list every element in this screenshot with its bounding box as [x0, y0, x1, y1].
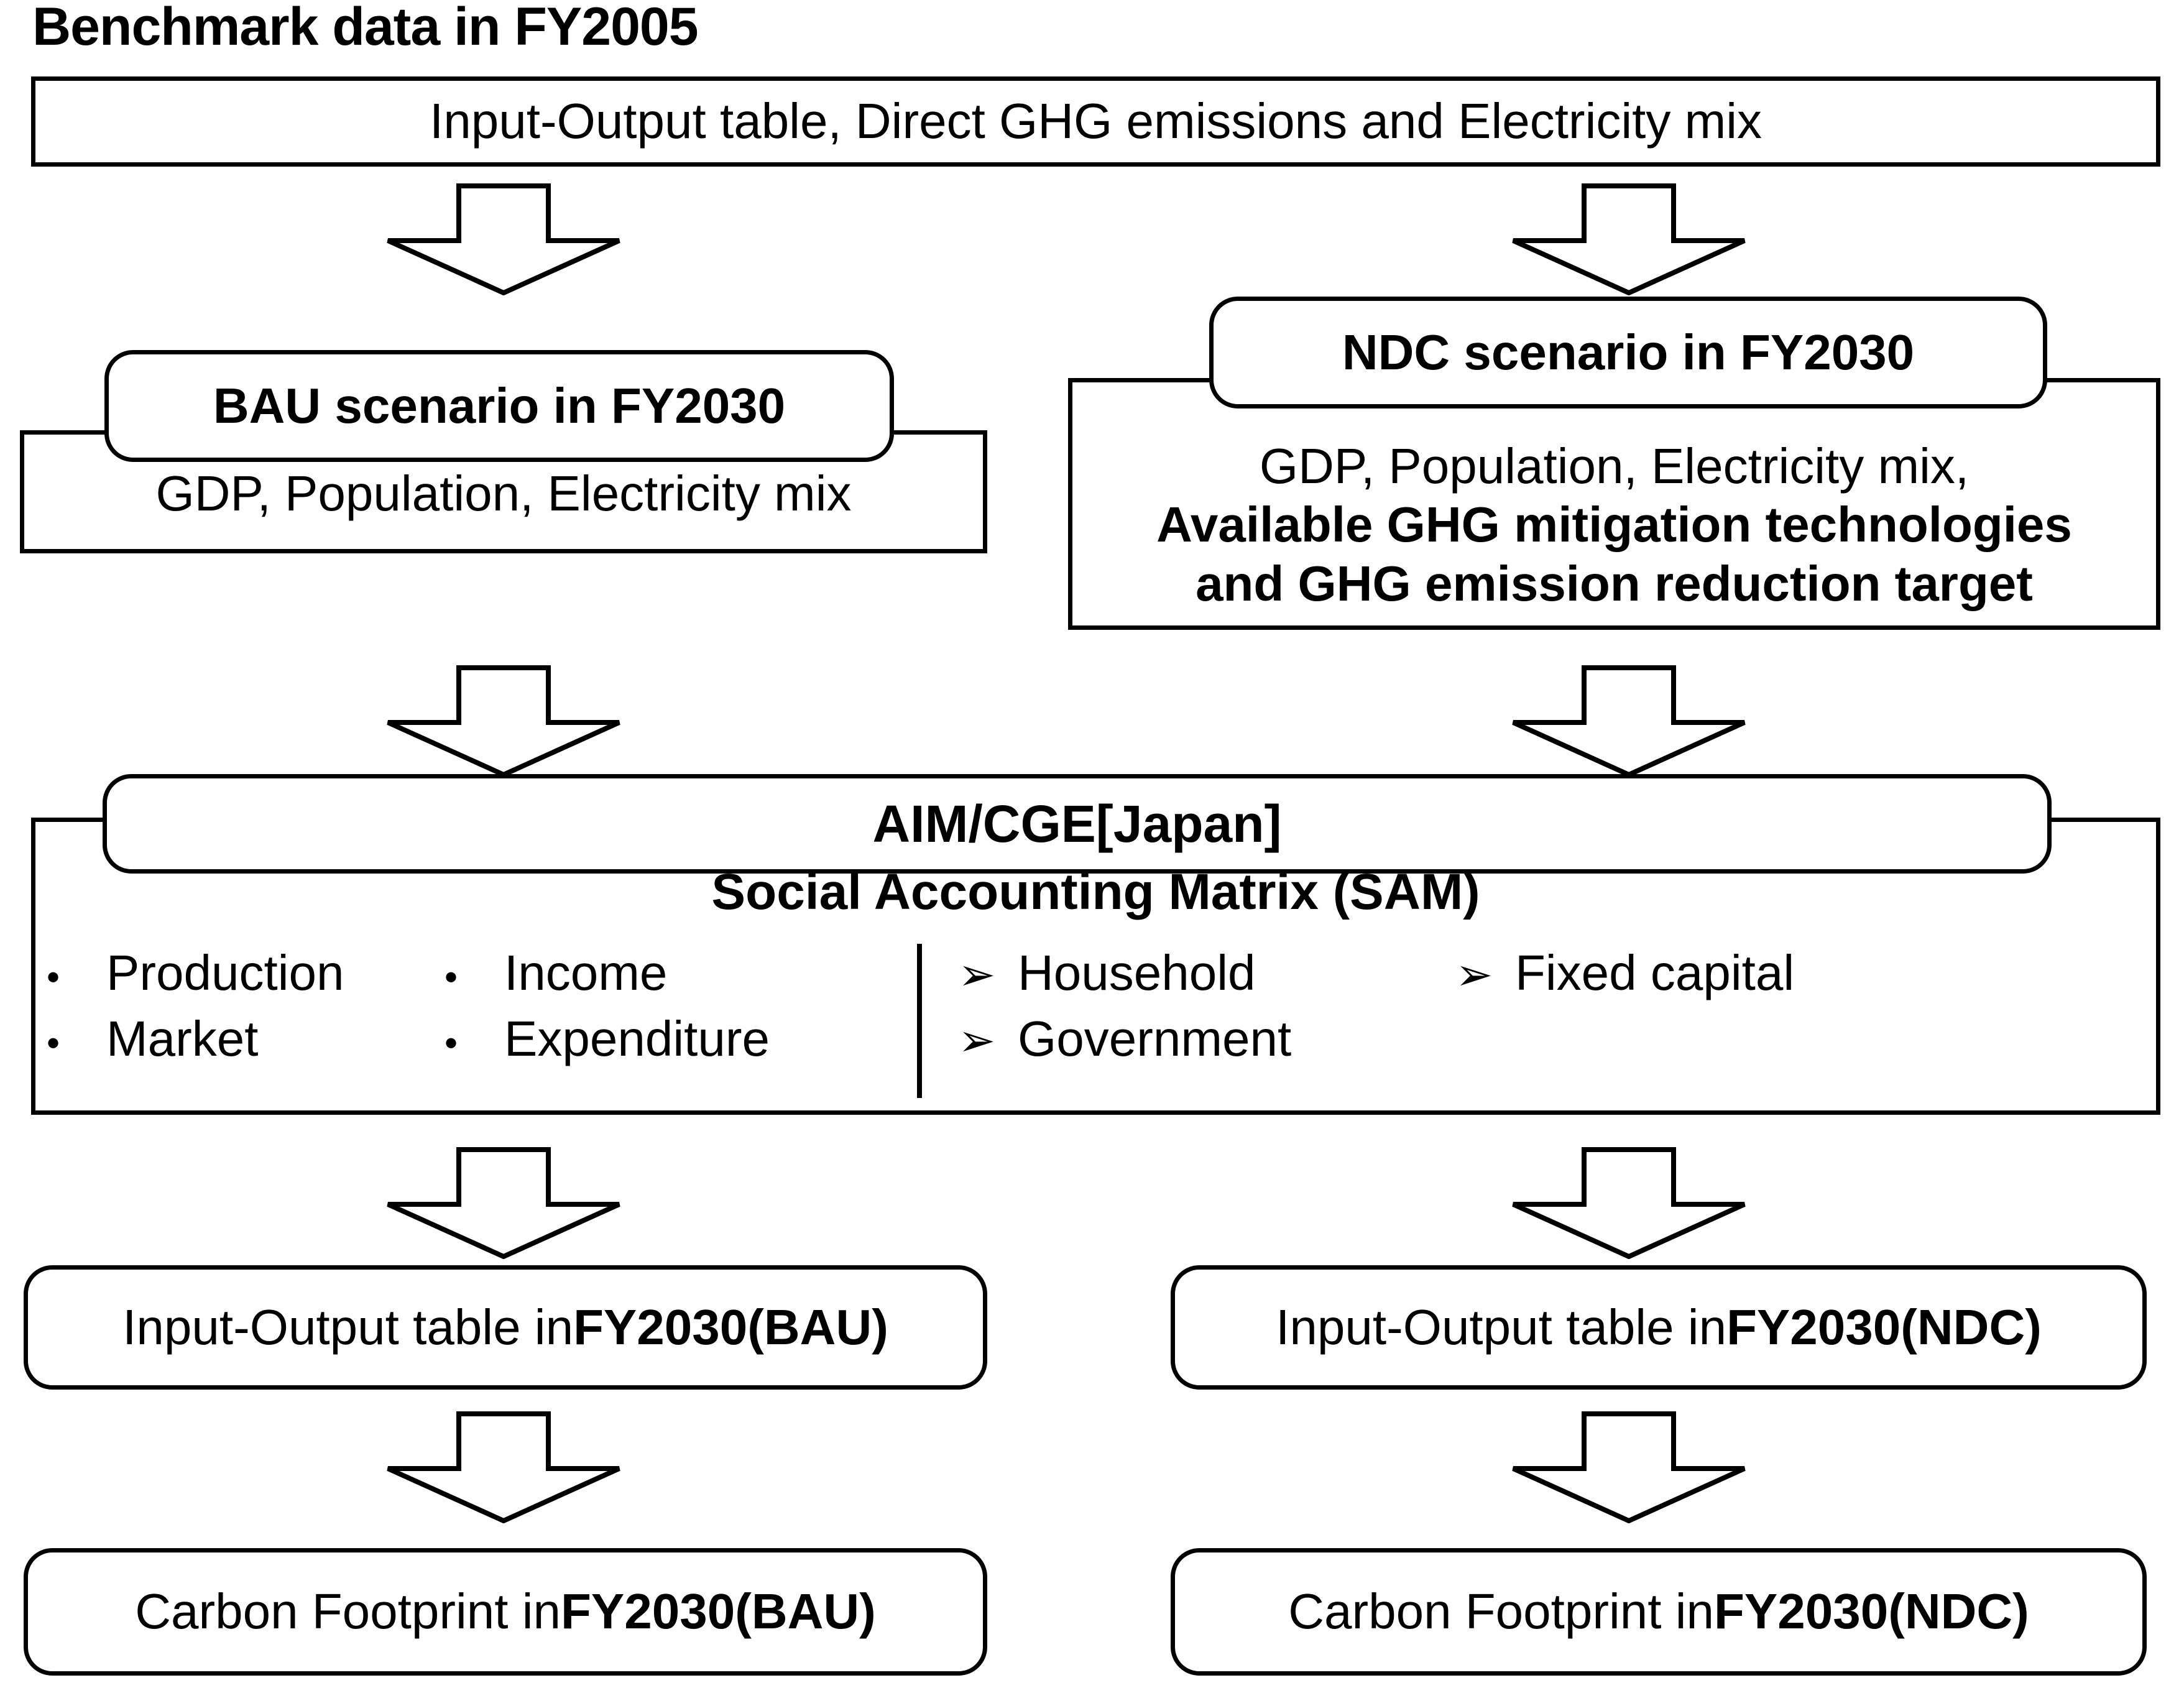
sam-item-government: Government	[1018, 1011, 1292, 1067]
list-item: • Expenditure	[445, 1006, 917, 1072]
sam-column-production-market: • Production • Market	[47, 940, 445, 1073]
sam-item-income: Income	[504, 945, 668, 1000]
sam-item-expenditure: Expenditure	[504, 1011, 770, 1067]
list-item: ➢ Household	[958, 940, 1455, 1006]
sam-vertical-divider	[917, 944, 922, 1098]
down-arrow-bau-to-model	[385, 665, 622, 777]
bau-scenario-title-box: BAU scenario in FY2030	[104, 350, 894, 462]
carbon-footprint-bau-emphasis: FY2030(BAU)	[561, 1584, 876, 1640]
ndc-scenario-title-box: NDC scenario in FY2030	[1209, 297, 2047, 408]
sam-item-production: Production	[106, 945, 344, 1000]
io-table-ndc-prefix: Input-Output table in	[1276, 1299, 1727, 1355]
carbon-footprint-bau-prefix: Carbon Footprint in	[135, 1584, 561, 1640]
arrow-bullet-icon: ➢	[1455, 950, 1493, 1000]
down-arrow-benchmark-to-ndc	[1511, 183, 1747, 295]
ndc-scenario-line3: and GHG emission reduction target	[1196, 555, 2033, 611]
carbon-footprint-bau-box: Carbon Footprint in FY2030(BAU)	[24, 1548, 987, 1676]
ndc-scenario-title: NDC scenario in FY2030	[1342, 325, 1915, 380]
down-arrow-ndc-to-model	[1511, 665, 1747, 777]
sam-column-income-expenditure: • Income • Expenditure	[445, 940, 917, 1073]
ndc-scenario-line2: Available GHG mitigation technologies	[1156, 497, 2072, 553]
down-arrow-model-to-io-ndc	[1511, 1147, 1747, 1259]
carbon-footprint-ndc-box: Carbon Footprint in FY2030(NDC)	[1171, 1548, 2147, 1676]
ndc-scenario-body-box: GDP, Population, Electricity mix, Availa…	[1068, 378, 2160, 630]
arrow-bullet-icon: ➢	[958, 1016, 996, 1066]
bau-scenario-title: BAU scenario in FY2030	[213, 378, 786, 433]
sam-item-market: Market	[106, 1011, 259, 1067]
io-table-ndc-box: Input-Output table in FY2030(NDC)	[1171, 1265, 2147, 1390]
arrow-bullet-icon: ➢	[958, 950, 996, 1000]
sam-column-fixed-capital: ➢ Fixed capital	[1455, 940, 1953, 1006]
bullet-dot-icon: •	[47, 956, 60, 998]
down-arrow-model-to-io-bau	[385, 1147, 622, 1259]
bau-scenario-line1: GDP, Population, Electricity mix	[155, 465, 852, 521]
bullet-dot-icon: •	[47, 1022, 60, 1064]
list-item: • Market	[47, 1006, 445, 1072]
io-table-bau-box: Input-Output table in FY2030(BAU)	[24, 1265, 987, 1390]
io-table-ndc-emphasis: FY2030(NDC)	[1726, 1299, 2042, 1355]
benchmark-data-text: Input-Output table, Direct GHG emissions…	[430, 93, 1762, 149]
io-table-bau-prefix: Input-Output table in	[122, 1299, 574, 1355]
list-item: ➢ Government	[958, 1006, 1455, 1072]
aim-cge-title-box: AIM/CGE[Japan]	[103, 774, 2052, 874]
list-item: ➢ Fixed capital	[1455, 940, 1953, 1006]
bullet-dot-icon: •	[445, 1022, 458, 1064]
carbon-footprint-ndc-prefix: Carbon Footprint in	[1288, 1584, 1714, 1640]
ndc-scenario-line1: GDP, Population, Electricity mix,	[1259, 438, 1970, 494]
sam-item-household: Household	[1018, 945, 1256, 1000]
list-item: • Production	[47, 940, 445, 1006]
sam-item-fixed-capital: Fixed capital	[1515, 945, 1795, 1000]
carbon-footprint-ndc-emphasis: FY2030(NDC)	[1714, 1584, 2029, 1640]
down-arrow-io-bau-to-cf-bau	[385, 1411, 622, 1523]
bullet-dot-icon: •	[445, 956, 458, 998]
io-table-bau-emphasis: FY2030(BAU)	[573, 1299, 888, 1355]
sam-column-household-government: ➢ Household ➢ Government	[958, 940, 1455, 1073]
aim-cge-title: AIM/CGE[Japan]	[872, 795, 1282, 853]
social-accounting-matrix-subtitle: Social Accounting Matrix (SAM)	[711, 864, 1480, 920]
list-item: • Income	[445, 940, 917, 1006]
down-arrow-io-ndc-to-cf-ndc	[1511, 1411, 1747, 1523]
down-arrow-benchmark-to-bau	[385, 183, 622, 295]
benchmark-data-box: Input-Output table, Direct GHG emissions…	[31, 76, 2160, 167]
diagram-heading: Benchmark data in FY2005	[32, 0, 699, 57]
